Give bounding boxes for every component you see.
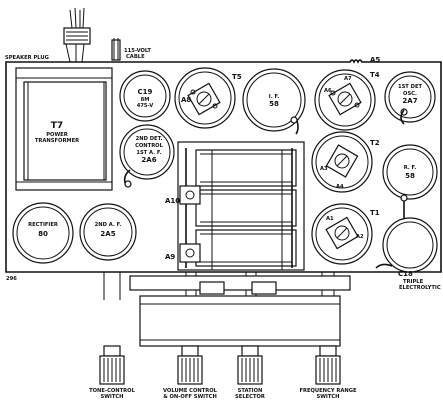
a6-label: A6 bbox=[324, 88, 332, 94]
rf-value: 58 bbox=[405, 172, 415, 180]
volume-control-knob bbox=[177, 345, 203, 385]
af-label: 2ND A. F. bbox=[95, 222, 122, 228]
cable-label-1: 115-VOLT bbox=[124, 48, 151, 54]
dial-assembly bbox=[103, 272, 351, 347]
detector-tube-2a6 bbox=[119, 124, 175, 188]
a3-label: A3 bbox=[320, 166, 328, 172]
cable-label-2: CABLE bbox=[126, 54, 145, 60]
rect-label: RECTIFIER bbox=[28, 222, 58, 228]
det-label-2: CONTROL bbox=[135, 143, 164, 149]
rf-label: R. F. bbox=[404, 165, 417, 171]
transformer-t1 bbox=[311, 203, 373, 265]
osc-label-3: 2A7 bbox=[402, 97, 417, 105]
transformer-t4 bbox=[314, 69, 376, 131]
c19-voltage: 475-V bbox=[137, 103, 154, 109]
t7-sublabel-1: POWER bbox=[46, 132, 67, 138]
figure-number: 296 bbox=[6, 276, 17, 282]
af-value: 2A5 bbox=[100, 230, 115, 238]
a7-label: A7 bbox=[344, 76, 352, 82]
tone-control-knob bbox=[99, 345, 125, 385]
tuning-capacitor-gang bbox=[177, 141, 305, 271]
transformer-t5 bbox=[174, 67, 236, 129]
c19-label: C19 bbox=[138, 88, 153, 96]
rf-tube-58 bbox=[382, 144, 438, 226]
osc-label-1: 1ST DET bbox=[398, 84, 423, 90]
power-cable bbox=[111, 38, 121, 61]
a1-label: A1 bbox=[326, 216, 334, 222]
tone-label-1: TONE-CONTROL bbox=[89, 388, 135, 394]
t1-label: T1 bbox=[370, 209, 380, 217]
t5-label: T5 bbox=[232, 73, 242, 81]
t2-label: T2 bbox=[370, 139, 380, 147]
osc-label-2: OSC. bbox=[403, 91, 417, 97]
station-selector-knob bbox=[237, 345, 263, 385]
speaker-plug-label: SPEAKER PLUG bbox=[5, 55, 49, 61]
a8-label: A8 bbox=[181, 96, 191, 104]
a10-label: A10 bbox=[165, 197, 180, 205]
if-value: 58 bbox=[269, 100, 279, 108]
capacitor-c18 bbox=[375, 217, 438, 273]
freq-label-1: FREQUENCY RANGE bbox=[299, 388, 357, 394]
c18-label: C18 bbox=[398, 270, 413, 278]
a2-label: A2 bbox=[356, 234, 364, 240]
t4-label: T4 bbox=[370, 71, 380, 79]
a4-label: A4 bbox=[336, 184, 344, 190]
rectifier-tube-80 bbox=[12, 202, 74, 264]
station-label-1: STATION bbox=[238, 388, 263, 394]
t7-label: T7 bbox=[51, 121, 63, 131]
power-transformer-t7 bbox=[15, 67, 113, 191]
station-label-2: SELECTOR bbox=[235, 394, 265, 400]
t7-sublabel-2: TRANSFORMER bbox=[35, 138, 79, 144]
capacitor-c19 bbox=[119, 70, 171, 122]
transformer-t2 bbox=[311, 131, 373, 193]
chassis-outline bbox=[5, 59, 442, 273]
frequency-range-knob bbox=[315, 345, 341, 385]
speaker-plug bbox=[63, 7, 91, 63]
volume-label-2: & ON-OFF SWITCH bbox=[163, 394, 217, 400]
det-label-3: 1ST A. F. bbox=[136, 150, 161, 156]
c18-sublabel-1: TRIPLE bbox=[403, 279, 424, 285]
c19-value: 8M bbox=[141, 97, 150, 103]
a5-label: A5 bbox=[370, 56, 380, 64]
volume-label-1: VOLUME CONTROL bbox=[163, 388, 218, 394]
freq-label-2: SWITCH bbox=[316, 394, 339, 400]
af-tube-2a5 bbox=[79, 203, 137, 261]
tone-label-2: SWITCH bbox=[100, 394, 123, 400]
a9-label: A9 bbox=[165, 253, 175, 261]
det-label-1: 2ND DET. bbox=[136, 136, 163, 142]
if-tube-58 bbox=[242, 68, 306, 135]
oscillator-tube-2a7 bbox=[384, 71, 436, 125]
rect-value: 80 bbox=[38, 230, 48, 238]
det-label-4: 2A6 bbox=[141, 156, 156, 164]
if-label: I. F. bbox=[269, 94, 279, 100]
c18-sublabel-2: ELECTROLYTIC bbox=[399, 285, 441, 291]
